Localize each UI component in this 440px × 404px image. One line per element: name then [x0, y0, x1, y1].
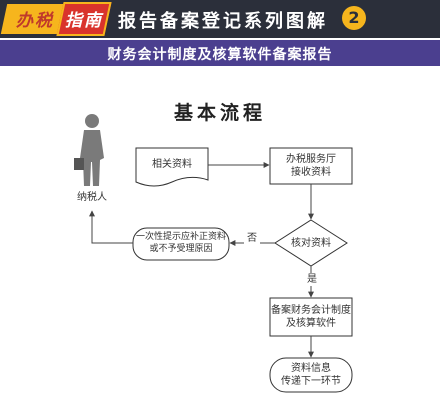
- no-label: 否: [244, 232, 260, 245]
- section-title: 基本流程: [173, 102, 266, 124]
- doc-node-shape: [135, 147, 209, 187]
- series-number-badge: 2: [342, 6, 366, 30]
- page-title: 报告备案登记系列图解: [118, 11, 328, 32]
- badge-left-label: 办税: [16, 11, 54, 31]
- pass-node-shape: [269, 357, 353, 393]
- taxpayer-figure-icon: [74, 114, 104, 186]
- reject-node-shape: [132, 227, 230, 261]
- page-subtitle: 财务会计制度及核算软件备案报告: [107, 47, 333, 63]
- record-node-label: 备案财务会计制度 及核算软件: [271, 305, 351, 329]
- receive-node-label: 办税服务厅 接收资料: [286, 154, 336, 178]
- doc-node-label: 相关资料: [152, 159, 192, 170]
- taxpayer-label: 纳税人: [77, 192, 107, 203]
- reject-node-label: 一次性提示应补正资料 或不予受理原因: [135, 232, 226, 254]
- badge-right-label: 指南: [65, 11, 103, 31]
- arrow-reject-to-taxpayer: [89, 210, 133, 244]
- yes-label: 是: [305, 273, 319, 286]
- record-node-shape: [269, 297, 353, 337]
- pass-node-label: 资料信息 传递下一环节: [281, 363, 341, 387]
- check-node-label: 核对资料: [291, 238, 331, 249]
- subtitle-bar: [0, 40, 440, 66]
